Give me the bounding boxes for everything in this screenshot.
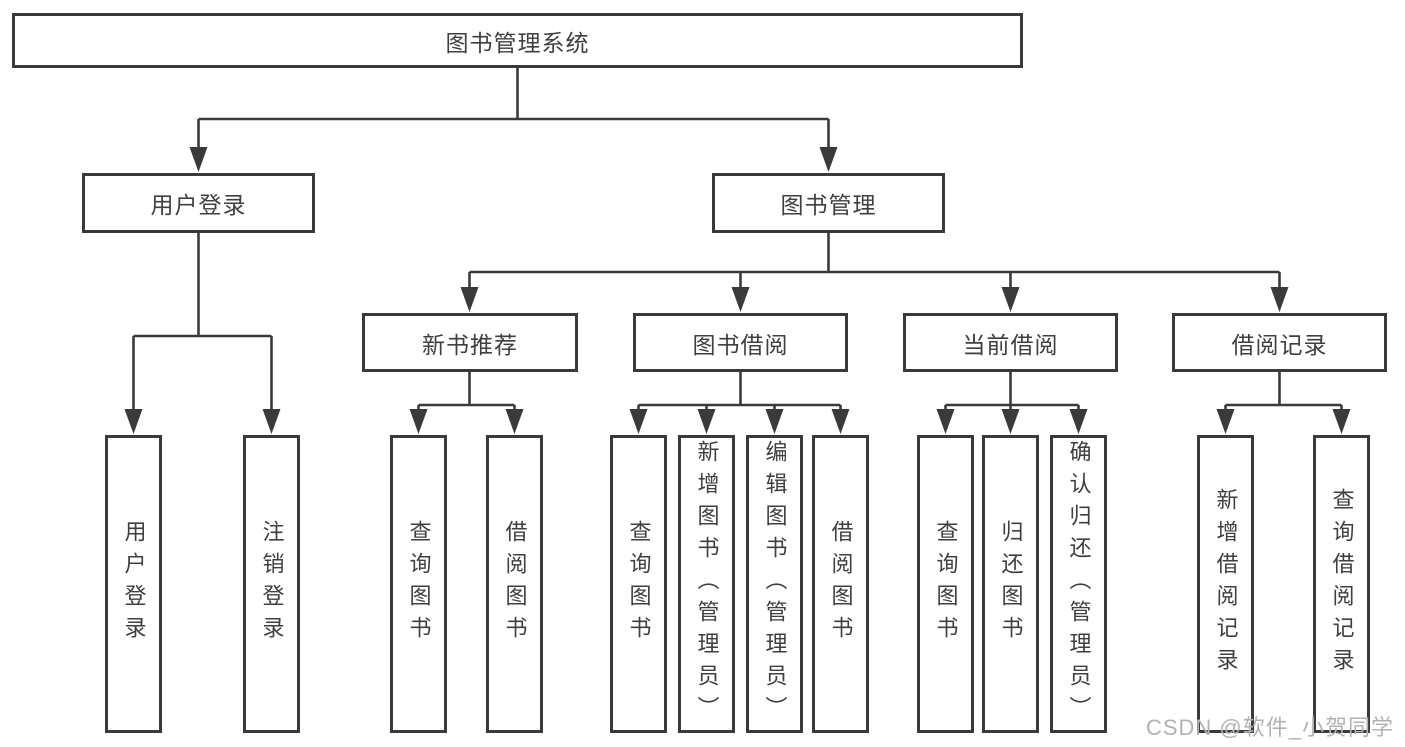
node-root: 图书管理系统: [12, 13, 1023, 68]
arrowhead-icon: [765, 409, 784, 434]
leaf-add-borrow-record: 新增借阅记录: [1197, 435, 1254, 733]
node-user-login: 用户登录: [82, 173, 315, 233]
leaf-search-books-recommend: 查询图书: [390, 435, 447, 733]
arrowhead-icon: [1216, 409, 1235, 434]
arrowhead-icon: [124, 409, 143, 434]
node-current-borrowing: 当前借阅: [903, 313, 1118, 372]
arrowhead-icon: [262, 409, 281, 434]
arrowhead-icon: [731, 287, 750, 312]
arrowhead-icon: [1001, 287, 1020, 312]
arrowhead-icon: [1332, 409, 1351, 434]
leaf-borrow-books: 借阅图书: [812, 435, 869, 733]
arrowhead-icon: [460, 287, 479, 312]
node-borrowing-records: 借阅记录: [1172, 313, 1387, 372]
arrowhead-icon: [831, 409, 850, 434]
arrowhead-icon: [1270, 287, 1289, 312]
node-book-management: 图书管理: [712, 173, 945, 233]
leaf-add-books-admin: 新增图书（管理员）: [678, 435, 735, 733]
arrowhead-icon: [936, 409, 955, 434]
leaf-borrow-books-recommend: 借阅图书: [486, 435, 543, 733]
arrowhead-icon: [629, 409, 648, 434]
node-book-borrowing: 图书借阅: [633, 313, 848, 372]
arrowhead-icon: [697, 409, 716, 434]
watermark-text: CSDN @软件_小贺同学: [1145, 715, 1394, 740]
leaf-logout: 注销登录: [243, 435, 300, 733]
arrowhead-icon: [409, 409, 428, 434]
leaf-return-books: 归还图书: [982, 435, 1039, 733]
arrowhead-icon: [1001, 409, 1020, 434]
arrowhead-icon: [819, 147, 838, 172]
node-new-book-recommend: 新书推荐: [362, 313, 578, 372]
arrowhead-icon: [505, 409, 524, 434]
leaf-search-books-borrow: 查询图书: [610, 435, 667, 733]
arrowhead-icon: [189, 147, 208, 172]
leaf-search-books-current: 查询图书: [917, 435, 974, 733]
leaf-confirm-return-admin: 确认归还（管理员）: [1050, 435, 1107, 733]
leaf-edit-books-admin: 编辑图书（管理员）: [746, 435, 803, 733]
leaf-query-borrow-record: 查询借阅记录: [1313, 435, 1370, 733]
leaf-user-login: 用户登录: [105, 435, 162, 733]
arrowhead-icon: [1069, 409, 1088, 434]
